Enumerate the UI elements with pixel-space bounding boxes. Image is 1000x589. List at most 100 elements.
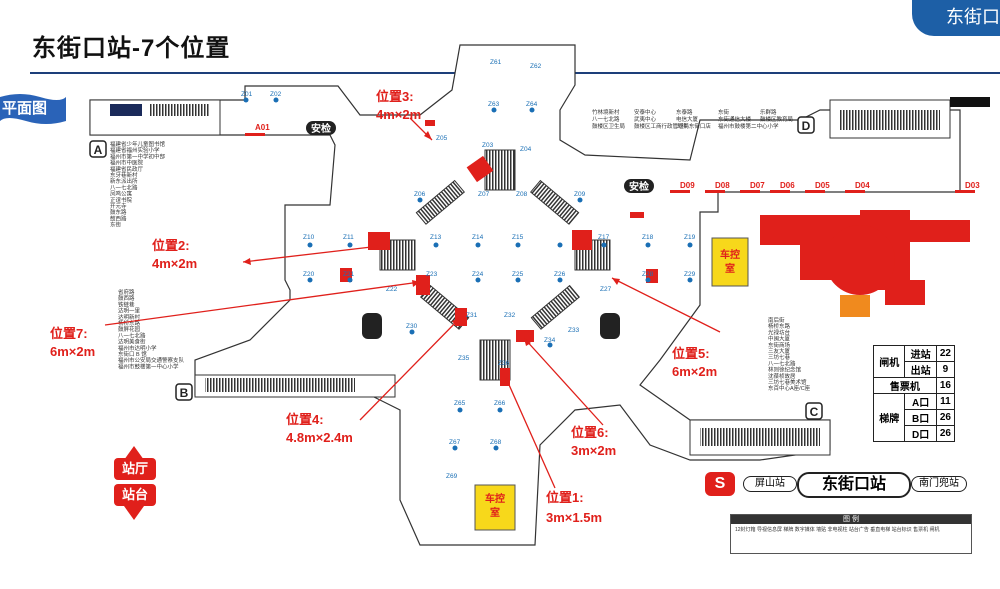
control-room-south-label-1: 车控 bbox=[485, 492, 505, 505]
destination-item: 乐群路 bbox=[760, 108, 777, 116]
destination-item: 福州市鼓楼第一中心小学 bbox=[118, 362, 179, 370]
up-arrow-icon bbox=[124, 446, 144, 460]
destination-item: 鼓屏花园 bbox=[118, 325, 141, 333]
svg-text:Z18: Z18 bbox=[642, 234, 654, 241]
svg-text:Z27: Z27 bbox=[600, 286, 612, 293]
svg-text:A: A bbox=[94, 143, 103, 157]
destination-item: 达明美食街 bbox=[118, 338, 146, 346]
svg-text:Z69: Z69 bbox=[446, 473, 458, 480]
destination-item: 福州市鼓楼第二中心小学 bbox=[718, 122, 779, 130]
destination-item: 东街 bbox=[718, 108, 730, 116]
placement-2-name: 位置2: bbox=[152, 238, 190, 253]
destination-item: 省府路 bbox=[118, 288, 135, 296]
svg-text:Z02: Z02 bbox=[270, 91, 282, 98]
svg-text:Z04: Z04 bbox=[520, 146, 532, 153]
svg-text:Z67: Z67 bbox=[449, 439, 461, 446]
placement-3-name: 位置3: bbox=[376, 89, 414, 104]
destination-item: 东牙巷新村 bbox=[110, 171, 138, 179]
table-row: 出站 9 bbox=[874, 361, 956, 378]
svg-text:D03: D03 bbox=[965, 181, 980, 190]
destination-item: 杨桥东路 bbox=[118, 319, 141, 327]
svg-text:Z01: Z01 bbox=[241, 91, 253, 98]
exit-a-lift bbox=[110, 104, 142, 116]
destination-item: 凤鸣公寓 bbox=[110, 190, 133, 198]
transfer-hub-shape bbox=[760, 210, 970, 317]
exit-a-destinations: 福建省少年儿童图书馆福建省福州实验小学福州市第一中学初中部福州市中医院福建省民政… bbox=[110, 140, 166, 229]
destination-item: 铁链巷 bbox=[118, 300, 135, 308]
flag-shape-icon bbox=[0, 94, 66, 124]
destination-item: 福建省少年儿童图书馆 bbox=[110, 140, 166, 148]
svg-text:Z61: Z61 bbox=[490, 59, 502, 66]
exit-c-escalator bbox=[700, 428, 820, 446]
svg-text:Z05: Z05 bbox=[436, 135, 448, 142]
destination-item: 东百中心A座/C座 bbox=[768, 384, 811, 392]
destination-item: 鼓楼区工商行政管理局 bbox=[634, 122, 689, 130]
svg-text:Z13: Z13 bbox=[430, 234, 442, 241]
destination-item: 八一七北路 bbox=[110, 183, 138, 191]
control-room-east-label-2: 室 bbox=[725, 262, 735, 275]
current-station: 东街口站 bbox=[797, 472, 911, 498]
table-cell: 售票机 bbox=[873, 377, 937, 394]
destination-item: 三友大厦 bbox=[768, 347, 791, 355]
next-station: 南门兜站 bbox=[911, 476, 967, 492]
exit-d-escalator bbox=[840, 110, 940, 130]
svg-text:Z28: Z28 bbox=[642, 271, 654, 278]
destination-item: 八一七北路 bbox=[768, 359, 796, 367]
destination-item: 鼓楼区卫生局 bbox=[592, 122, 625, 130]
destination-item: 光禄坊台 bbox=[768, 328, 791, 336]
table-cell: D口 bbox=[904, 425, 937, 442]
svg-text:Z66: Z66 bbox=[494, 400, 506, 407]
platform-button[interactable]: 站台 bbox=[114, 484, 156, 506]
destination-item: 武夷中心 bbox=[634, 115, 657, 123]
destination-item: 达明一里 bbox=[118, 307, 141, 315]
svg-text:Z22: Z22 bbox=[386, 286, 398, 293]
destination-item: 福州市达明小学 bbox=[118, 344, 157, 352]
svg-text:Z20: Z20 bbox=[303, 271, 315, 278]
table-cell: 22 bbox=[935, 345, 956, 362]
destination-item: 三坊七巷 bbox=[768, 353, 791, 361]
destination-item: 南后街 bbox=[768, 316, 785, 324]
svg-text:D09: D09 bbox=[680, 181, 695, 190]
control-room-east-label-1: 车控 bbox=[720, 248, 740, 261]
destination-item: 正谊书院 bbox=[110, 196, 133, 204]
placement-arrows bbox=[104, 117, 721, 489]
destination-item: 东街商场 bbox=[768, 341, 791, 349]
svg-text:Z68: Z68 bbox=[490, 439, 502, 446]
placement-labels: 位置1: 3m×1.5m 位置2: 4m×2m 位置3: 4m×2m 位置4: … bbox=[50, 89, 717, 525]
destination-item: 杨桥东路 bbox=[768, 322, 791, 330]
destination-item: 福州市中医院 bbox=[110, 159, 144, 167]
svg-text:Z07: Z07 bbox=[478, 191, 490, 198]
svg-text:Z31: Z31 bbox=[466, 312, 478, 319]
svg-text:A01: A01 bbox=[255, 123, 270, 132]
table-cell: 进站 bbox=[904, 345, 937, 362]
destination-item: 鼓西路 bbox=[118, 294, 135, 302]
svg-text:D06: D06 bbox=[780, 181, 795, 190]
table-row: B口 26 bbox=[874, 409, 956, 426]
station-sign: S 屏山站 东街口站 南门兜站 bbox=[705, 472, 967, 498]
table-cell: 26 bbox=[935, 425, 956, 442]
table-row: 闸机 进站 22 bbox=[872, 345, 956, 378]
destination-item: 八一七北路 bbox=[592, 115, 620, 123]
placement-1-name: 位置1: bbox=[546, 490, 584, 505]
table-cell: 11 bbox=[935, 393, 956, 410]
destination-item: 福建省民政厅 bbox=[110, 165, 144, 173]
top-tab[interactable]: 东街口 bbox=[912, 0, 1000, 36]
svg-text:Z25: Z25 bbox=[512, 271, 524, 278]
table-cell: 出站 bbox=[904, 361, 937, 378]
security-label-a: 安检 bbox=[311, 122, 331, 135]
destination-item: 沈葆桢故居 bbox=[768, 372, 796, 380]
destination-item: 中闽大厦 bbox=[768, 335, 791, 343]
exit-b-destinations: 省府路鼓西路铁链巷达明一里达明新村杨桥东路鼓屏花园八一七北路达明美食街福州市达明… bbox=[118, 288, 185, 370]
svg-text:D08: D08 bbox=[715, 181, 730, 190]
placement-5-size: 6m×2m bbox=[672, 364, 717, 379]
destination-item: 竹林境新村 bbox=[592, 108, 620, 116]
table-cell: 闸机 bbox=[872, 345, 906, 378]
z-markers bbox=[243, 97, 693, 451]
placement-3-size: 4m×2m bbox=[376, 107, 421, 122]
placement-4-size: 4.8m×2.4m bbox=[286, 430, 353, 445]
legend-title: 图 例 bbox=[731, 515, 971, 524]
hall-button[interactable]: 站厅 bbox=[114, 458, 156, 480]
plan-label-flag: 平面图 bbox=[0, 91, 66, 125]
destination-item: 福建省福州实验小学 bbox=[110, 146, 160, 154]
